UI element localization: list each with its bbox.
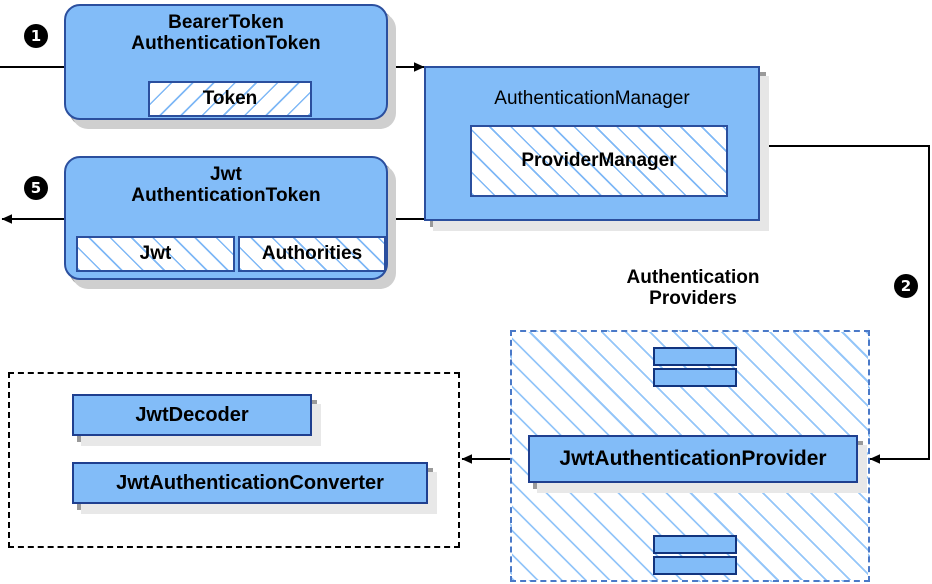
bearer-token-title-line2: AuthenticationToken: [131, 32, 321, 54]
bearer-token-authentication-token-box[interactable]: BearerToken AuthenticationToken Token: [64, 4, 388, 120]
other-provider-bar-top-1[interactable]: [653, 347, 737, 366]
authorities-box[interactable]: Authorities: [238, 236, 386, 272]
authentication-manager-box[interactable]: AuthenticationManager ProviderManager: [424, 66, 760, 221]
jwt-token-title-line2: AuthenticationToken: [131, 184, 321, 206]
authentication-manager-title: AuthenticationManager: [494, 88, 690, 109]
step-badge-5: 5: [24, 176, 48, 200]
jwt-decoder-label: JwtDecoder: [135, 403, 249, 426]
step-badge-1: 1: [24, 24, 48, 48]
step-badge-2: 2: [894, 274, 918, 298]
token-label: Token: [202, 88, 258, 109]
connector-manager-to-provider: [760, 145, 930, 464]
jwt-authentication-provider-label: JwtAuthenticationProvider: [559, 447, 827, 470]
jwt-authentication-token-box[interactable]: Jwt AuthenticationToken Jwt Authorities: [64, 156, 388, 280]
authentication-providers-label-line2: Providers: [649, 287, 737, 309]
jwt-authentication-converter-box[interactable]: JwtAuthenticationConverter: [72, 462, 428, 504]
provider-manager-label: ProviderManager: [521, 150, 677, 171]
authentication-providers-label: Authentication Providers: [600, 267, 786, 310]
jwt-authentication-converter-label: JwtAuthenticationConverter: [116, 471, 384, 494]
jwt-authentication-provider-box[interactable]: JwtAuthenticationProvider: [528, 435, 858, 483]
other-provider-bar-bottom-1[interactable]: [653, 535, 737, 554]
token-box[interactable]: Token: [148, 81, 312, 117]
other-provider-bar-top-2[interactable]: [653, 368, 737, 387]
bearer-token-title-line1: BearerToken: [168, 12, 284, 33]
jwt-token-title-line1: Jwt: [210, 164, 242, 185]
authorities-label: Authorities: [261, 243, 363, 264]
jwt-label: Jwt: [139, 243, 172, 264]
provider-manager-box[interactable]: ProviderManager: [470, 125, 728, 197]
other-provider-bar-bottom-2[interactable]: [653, 556, 737, 575]
authentication-providers-label-line1: Authentication: [626, 267, 760, 288]
jwt-decoder-box[interactable]: JwtDecoder: [72, 394, 312, 436]
jwt-box[interactable]: Jwt: [76, 236, 235, 272]
